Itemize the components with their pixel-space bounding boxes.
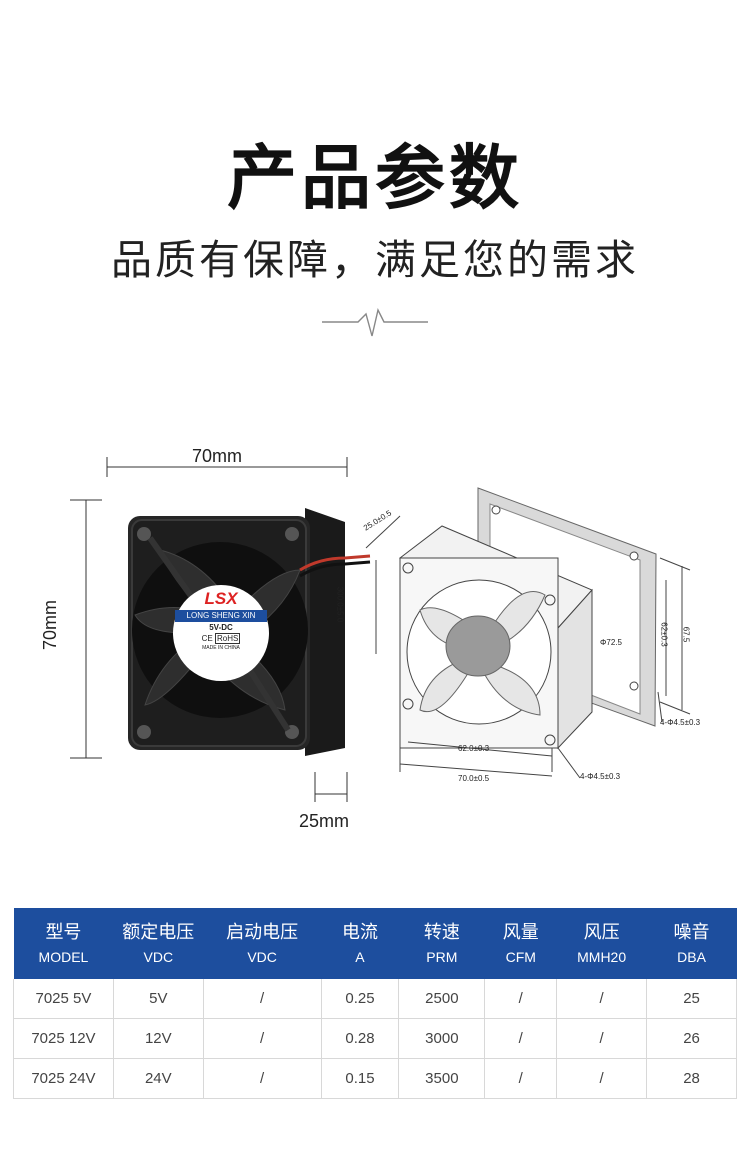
width-dimension [106,457,348,477]
cell-noise: 26 [646,1018,737,1059]
cell-speed: 3000 [398,1018,486,1059]
drawing-holes-right-label: 4-Φ4.5±0.3 [660,718,701,727]
cell-airflow: / [484,1018,558,1059]
height-label: 70mm [40,599,60,650]
cell-rated-voltage: 24V [112,1058,204,1099]
cell-current: 0.15 [320,1058,400,1099]
cell-rated-voltage: 12V [112,1018,204,1059]
table-row: 7025 12V 12V / 0.28 3000 / / 26 [13,1018,737,1059]
width-label: 70mm [192,446,243,466]
height-dimension [70,499,102,759]
cell-current: 0.25 [320,979,400,1019]
depth-dimension [314,772,348,802]
cell-pressure: / [556,1058,648,1099]
cell-noise: 25 [646,979,737,1019]
technical-drawing [365,487,691,779]
drawing-outer-h-label: 70.0±0.5 [458,774,490,783]
fan-origin-label: MADE IN CHINA [202,645,240,651]
cell-start-voltage: / [202,1018,322,1059]
cell-speed: 3500 [398,1058,486,1099]
depth-label: 25mm [299,811,350,831]
drawing-outer-v-label: 67.5 [681,626,691,643]
drawing-holes-bottom-label: 4-Φ4.5±0.3 [580,772,621,781]
cell-rated-voltage: 5V [112,979,204,1019]
cell-noise: 28 [646,1058,737,1099]
cell-speed: 2500 [398,979,486,1019]
cell-start-voltage: / [202,979,322,1019]
fan-voltage-label: 5V-DC [209,623,233,632]
drawing-diameter-label: Φ72.5 [600,638,622,647]
wave-divider-icon [322,307,428,337]
page-subtitle: 品质有保障，满足您的需求 [111,236,639,284]
drawing-holespan-h-label: 62.0±0.3 [458,744,490,753]
cell-start-voltage: / [202,1058,322,1099]
table-row: 7025 24V 24V / 0.15 3500 / / 28 [13,1058,737,1099]
cell-airflow: / [484,979,558,1019]
cell-model: 7025 24V [13,1058,114,1099]
table-row: 7025 5V 5V / 0.25 2500 / / 25 [13,979,737,1019]
product-figure: 70mm 70mm 25mm LSX LONG SHENG XIN 5V-DC … [0,430,750,850]
ce-mark: CE [201,634,213,643]
cell-pressure: / [556,979,648,1019]
fan-brand-label: LONG SHENG XIN [175,610,267,622]
fan-logo: LSX [204,589,238,608]
cell-model: 7025 12V [13,1018,114,1059]
rohs-mark: RoHS [215,633,241,644]
drawing-cable-label: 300.0±5.0 [335,586,345,623]
cell-airflow: / [484,1058,558,1099]
drawing-holespan-v-label: 62±0.3 [659,622,669,647]
cell-current: 0.28 [320,1018,400,1059]
cell-pressure: / [556,1018,648,1059]
cell-model: 7025 5V [13,979,114,1019]
page-title: 产品参数 [227,137,523,219]
